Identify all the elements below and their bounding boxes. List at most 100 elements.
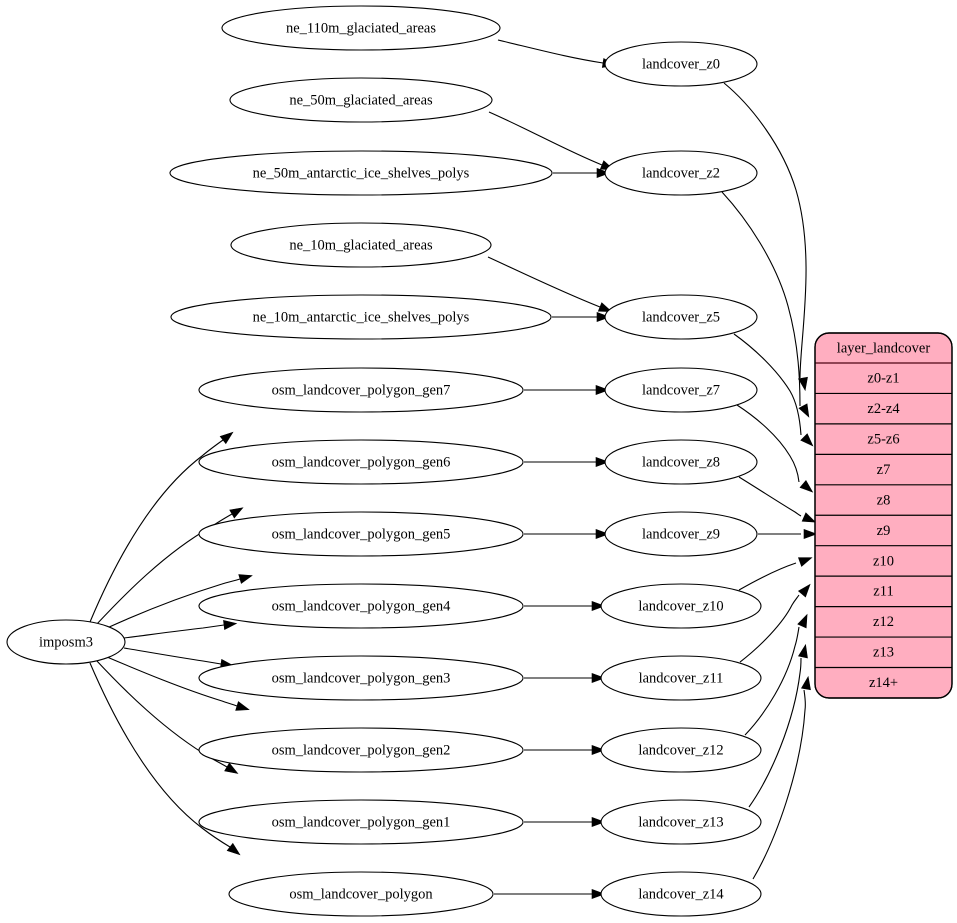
table-row-row-z11[interactable]: z11 bbox=[815, 576, 952, 606]
node-landcover_z10[interactable]: landcover_z10 bbox=[600, 583, 762, 629]
table-row-row-z5-z6[interactable]: z5-z6 bbox=[815, 424, 952, 454]
table-row-label: z0-z1 bbox=[867, 371, 899, 387]
node-label: osm_landcover_polygon_gen3 bbox=[272, 670, 451, 686]
edge-landcover_z13-to-row-z13 bbox=[748, 657, 802, 808]
arrow-head bbox=[229, 507, 244, 519]
node-label: landcover_z11 bbox=[639, 670, 724, 686]
table-title: layer_landcover bbox=[837, 340, 931, 356]
arrow-head bbox=[799, 479, 814, 493]
node-label: landcover_z2 bbox=[642, 165, 720, 181]
node-osm_landcover_polygon_gen5[interactable]: osm_landcover_polygon_gen5 bbox=[198, 511, 524, 557]
table-row-row-z10[interactable]: z10 bbox=[815, 546, 952, 576]
edge-ne_10m_glaciated_areas-to-landcover_z5 bbox=[487, 256, 601, 308]
node-shape-landcover bbox=[600, 727, 762, 773]
node-label: landcover_z5 bbox=[642, 309, 720, 325]
node-ne_50m_antarctic_ice_shelves_polys[interactable]: ne_50m_antarctic_ice_shelves_polys bbox=[169, 150, 553, 196]
table-row-label: z9 bbox=[877, 523, 891, 539]
table-row-row-z8[interactable]: z8 bbox=[815, 485, 952, 515]
arrow-head bbox=[797, 613, 808, 629]
arrowheads-layer bbox=[219, 57, 818, 900]
table-row-row-z13[interactable]: z13 bbox=[815, 637, 952, 667]
node-ne_110m_glaciated_areas[interactable]: ne_110m_glaciated_areas bbox=[221, 5, 501, 51]
node-landcover_z9[interactable]: landcover_z9 bbox=[604, 511, 758, 557]
arrow-head bbox=[591, 600, 606, 612]
node-shape-natural-earth bbox=[230, 222, 492, 268]
node-osm_landcover_polygon_gen3[interactable]: osm_landcover_polygon_gen3 bbox=[198, 655, 524, 701]
node-shape-source bbox=[6, 619, 126, 665]
node-ne_50m_glaciated_areas[interactable]: ne_50m_glaciated_areas bbox=[229, 77, 493, 123]
node-shape-osm bbox=[198, 511, 524, 557]
node-landcover_z13[interactable]: landcover_z13 bbox=[600, 799, 762, 845]
node-shape-landcover bbox=[600, 655, 762, 701]
table-row-row-z7[interactable]: z7 bbox=[815, 454, 952, 484]
node-shape-osm bbox=[198, 367, 524, 413]
arrow-head bbox=[223, 620, 238, 631]
node-landcover_z0[interactable]: landcover_z0 bbox=[604, 41, 758, 87]
node-landcover_z2[interactable]: landcover_z2 bbox=[604, 150, 758, 196]
arrow-head bbox=[597, 302, 613, 313]
table-row-row-z12[interactable]: z12 bbox=[815, 607, 952, 637]
arrow-head bbox=[596, 311, 611, 323]
table-row-row-z14-plus[interactable]: z14+ bbox=[815, 668, 952, 698]
table-row-label: z13 bbox=[873, 645, 894, 661]
node-label: landcover_z0 bbox=[642, 56, 720, 72]
node-osm_landcover_polygon_gen7[interactable]: osm_landcover_polygon_gen7 bbox=[198, 367, 524, 413]
node-imposm3[interactable]: imposm3 bbox=[6, 619, 126, 665]
table-row-row-z0-z1[interactable]: z0-z1 bbox=[815, 363, 952, 393]
arrow-head bbox=[798, 643, 808, 659]
node-label: ne_10m_glaciated_areas bbox=[289, 237, 433, 253]
arrow-head bbox=[591, 888, 606, 900]
edge-imposm3-to-osm_landcover_polygon_gen1 bbox=[95, 659, 228, 768]
node-shape-landcover bbox=[600, 583, 762, 629]
arrow-head bbox=[224, 762, 239, 774]
arrow-head bbox=[595, 384, 610, 396]
table-row-row-z2-z4[interactable]: z2-z4 bbox=[815, 393, 952, 423]
arrow-head bbox=[219, 431, 234, 445]
node-label: osm_landcover_polygon bbox=[289, 886, 433, 902]
edge-landcover_z5-to-row-z5-z6 bbox=[733, 333, 802, 436]
node-osm_landcover_polygon_gen4[interactable]: osm_landcover_polygon_gen4 bbox=[198, 583, 524, 629]
edge-landcover_z7-to-row-z7 bbox=[736, 404, 800, 483]
node-shape-osm bbox=[198, 583, 524, 629]
node-landcover_z5[interactable]: landcover_z5 bbox=[604, 294, 758, 340]
node-label: osm_landcover_polygon_gen5 bbox=[272, 526, 451, 542]
node-label: landcover_z7 bbox=[642, 382, 720, 398]
node-shape-osm bbox=[198, 655, 524, 701]
node-osm_landcover_polygon_gen1[interactable]: osm_landcover_polygon_gen1 bbox=[198, 799, 524, 845]
node-label: ne_50m_antarctic_ice_shelves_polys bbox=[253, 165, 470, 181]
node-osm_landcover_polygon_gen6[interactable]: osm_landcover_polygon_gen6 bbox=[198, 439, 524, 485]
edge-imposm3-to-osm_landcover_polygon_gen4 bbox=[123, 624, 225, 639]
node-shape-osm bbox=[228, 871, 494, 917]
arrow-head bbox=[797, 583, 811, 598]
layer-landcover-table[interactable]: layer_landcoverz0-z1z2-z4z5-z6z7z8z9z10z… bbox=[814, 332, 953, 699]
node-landcover_z11[interactable]: landcover_z11 bbox=[600, 655, 762, 701]
node-landcover_z14[interactable]: landcover_z14 bbox=[600, 871, 762, 917]
table-row-label: z14+ bbox=[869, 675, 898, 691]
table-row-label: z12 bbox=[873, 614, 894, 630]
node-shape-osm bbox=[198, 439, 524, 485]
table-outline bbox=[814, 332, 953, 699]
node-label: imposm3 bbox=[39, 634, 93, 650]
arrow-head bbox=[591, 744, 606, 756]
node-label: landcover_z8 bbox=[642, 454, 720, 470]
node-ne_10m_glaciated_areas[interactable]: ne_10m_glaciated_areas bbox=[230, 222, 492, 268]
arrow-head bbox=[226, 842, 241, 856]
arrow-head bbox=[235, 701, 250, 711]
table-row-row-z9[interactable]: z9 bbox=[815, 515, 952, 545]
edge-landcover_z11-to-row-z11 bbox=[739, 594, 800, 663]
node-shape-natural-earth bbox=[221, 5, 501, 51]
node-osm_landcover_polygon[interactable]: osm_landcover_polygon bbox=[228, 871, 494, 917]
node-osm_landcover_polygon_gen2[interactable]: osm_landcover_polygon_gen2 bbox=[198, 727, 524, 773]
arrow-head bbox=[238, 574, 253, 584]
arrow-head bbox=[591, 816, 606, 828]
node-landcover_z12[interactable]: landcover_z12 bbox=[600, 727, 762, 773]
edge-imposm3-to-osm_landcover_polygon_gen6 bbox=[95, 513, 233, 626]
node-landcover_z7[interactable]: landcover_z7 bbox=[604, 367, 758, 413]
node-label: ne_110m_glaciated_areas bbox=[286, 20, 436, 36]
edge-ne_50m_glaciated_areas-to-landcover_z2 bbox=[488, 111, 603, 166]
node-landcover_z8[interactable]: landcover_z8 bbox=[604, 439, 758, 485]
edge-imposm3-to-osm_landcover_polygon_gen5 bbox=[106, 578, 241, 629]
node-ne_10m_antarctic_ice_shelves_polys[interactable]: ne_10m_antarctic_ice_shelves_polys bbox=[170, 294, 552, 340]
